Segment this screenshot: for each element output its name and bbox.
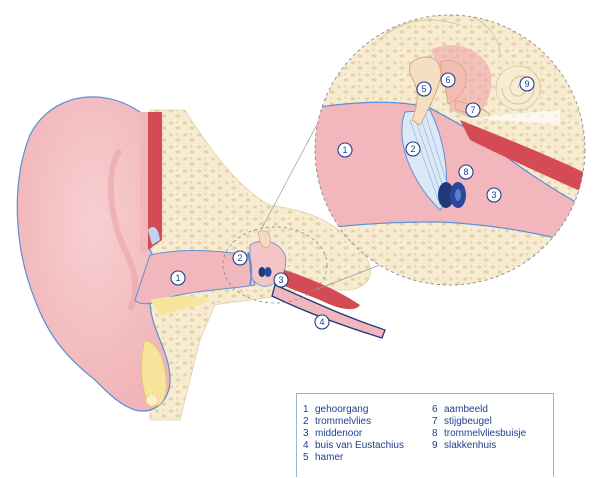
canal-cartilage — [150, 296, 210, 315]
callout-main-2: 2 — [232, 250, 248, 266]
svg-text:3: 3 — [278, 275, 283, 285]
callout-zoom-6: 6 — [440, 72, 456, 88]
callout-zoom-2: 2 — [405, 141, 421, 157]
ossicles-small — [257, 230, 271, 248]
zoom-circle — [314, 14, 586, 286]
callout-zoom-3: 3 — [486, 187, 502, 203]
zoom-middle-ear — [430, 45, 492, 118]
callout-zoom-7: 7 — [465, 102, 481, 118]
auricle-fold — [108, 148, 139, 312]
zoom-muscle — [460, 120, 585, 200]
svg-text:9: 9 — [524, 79, 529, 89]
svg-text:2: 2 — [237, 253, 242, 263]
canal-skin-upper — [140, 112, 148, 255]
lobe-dot — [145, 393, 159, 407]
svg-text:6: 6 — [445, 75, 450, 85]
svg-text:1: 1 — [342, 145, 347, 155]
eustachian-tube — [271, 284, 386, 339]
callout-main-1: 1 — [170, 270, 186, 286]
callout-zoom-1: 1 — [337, 142, 353, 158]
grommet-small-2 — [264, 267, 272, 277]
eardrum — [247, 251, 253, 286]
callout-zoom-8: 8 — [458, 164, 474, 180]
zoom-grommet — [438, 182, 454, 208]
zoom-light — [465, 110, 560, 125]
zoom-grommet-hole — [455, 189, 461, 201]
svg-text:3: 3 — [491, 190, 496, 200]
svg-text:2: 2 — [410, 144, 415, 154]
callout-zoom-5: 5 — [416, 81, 432, 97]
canal-muscle-upper — [148, 112, 162, 250]
ear-canal — [134, 250, 256, 305]
zoom-region — [222, 226, 328, 304]
grommet-small — [258, 267, 266, 277]
svg-text:1: 1 — [175, 273, 180, 283]
svg-text:7: 7 — [470, 105, 475, 115]
svg-text:4: 4 — [319, 317, 324, 327]
zoom-circle-border — [314, 14, 586, 286]
canal-cartilage-2 — [148, 227, 160, 245]
callout-zoom-9: 9 — [519, 76, 535, 92]
outer-ear — [16, 96, 386, 421]
svg-text:5: 5 — [421, 84, 426, 94]
zoom-connector-bottom — [314, 264, 381, 291]
callout-main-3: 3 — [273, 272, 289, 288]
svg-text:8: 8 — [463, 167, 468, 177]
callout-main-4: 4 — [314, 314, 330, 330]
zoom-eardrum-lines — [409, 112, 447, 206]
middle-ear-muscle — [268, 265, 360, 310]
lobe-cartilage — [141, 339, 167, 407]
